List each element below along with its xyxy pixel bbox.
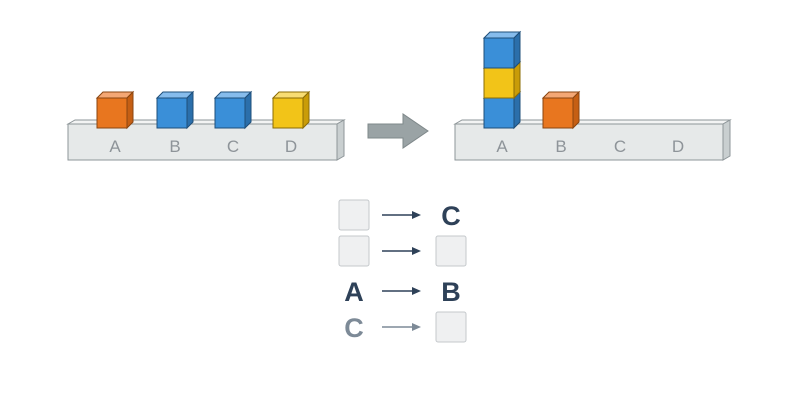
move-from-label: A <box>344 277 364 307</box>
position-label-d: D <box>285 137 297 156</box>
position-label-c: C <box>227 137 239 156</box>
move-row: C <box>338 199 461 231</box>
move-row: C <box>344 311 467 343</box>
position-label-c: C <box>614 137 626 156</box>
goal-state-position-labels: A B C D <box>496 137 684 156</box>
empty-slot-placeholder <box>435 235 467 267</box>
orange-block <box>541 90 581 130</box>
empty-slot-placeholder <box>338 235 370 267</box>
move-from-label: C <box>344 313 364 343</box>
empty-slot-placeholder <box>338 199 370 231</box>
move-arrow-icon <box>382 247 421 255</box>
initial-state-position-labels: A B C D <box>109 137 297 156</box>
move-arrow-icon <box>382 287 421 295</box>
position-label-d: D <box>672 137 684 156</box>
position-label-b: B <box>169 137 180 156</box>
position-label-b: B <box>555 137 566 156</box>
move-arrow-icon <box>382 211 421 219</box>
position-label-a: A <box>109 137 121 156</box>
blue-block <box>213 90 253 130</box>
blue-block <box>155 90 195 130</box>
initial-state-blocks <box>95 90 311 130</box>
move-arrow-icon <box>382 323 421 331</box>
move-to-label: C <box>441 201 461 231</box>
empty-slot-placeholder <box>435 311 467 343</box>
blue-block <box>482 30 522 70</box>
move-to-label: B <box>441 277 461 307</box>
position-label-a: A <box>496 137 508 156</box>
move-row <box>338 235 467 267</box>
goal-state-blocks <box>482 30 581 130</box>
initial-state-table <box>66 119 346 161</box>
yellow-block <box>271 90 311 130</box>
orange-block <box>95 90 135 130</box>
right-arrow-icon <box>367 113 429 149</box>
goal-state-table <box>453 119 732 161</box>
